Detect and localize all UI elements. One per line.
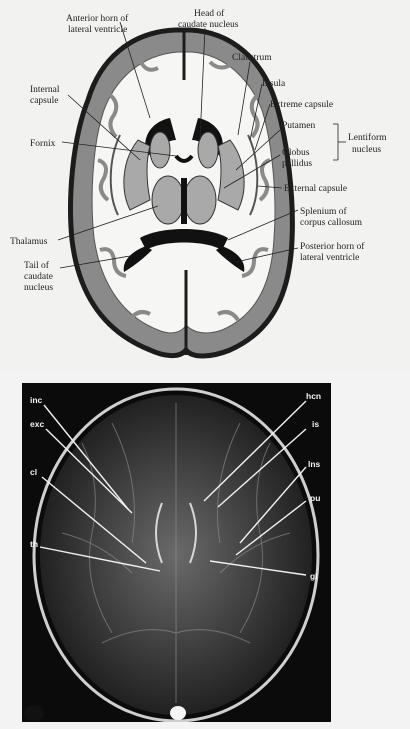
label-globus-pallidus-2: pallidus [282,159,312,169]
label-splenium-1: Splenium of [300,206,348,217]
label-internal-capsule-1: Internal [30,85,60,95]
caudate-head-right [198,132,218,168]
mri-label-pu: pu [310,493,320,503]
label-tail-caudate-3: nucleus [24,283,53,293]
label-anterior-horn-2: lateral ventricle [68,25,127,35]
label-insula: Insula [262,79,286,89]
label-head-caudate-1: Head of [194,8,225,19]
mri-panel: inc exc cl th hcn is lns pu gl [22,383,331,722]
mri-label-hcn: hcn [306,391,321,401]
label-thalamus: Thalamus [10,237,48,247]
mri-image: inc exc cl th hcn is lns pu gl [22,383,331,722]
label-internal-capsule-2: capsule [30,96,59,106]
mri-label-th: th [30,539,38,549]
mri-marker [170,706,186,720]
thalamus-right [184,176,216,224]
caudate-head-left [150,132,170,168]
label-head-caudate-2: caudate nucleus [178,20,239,30]
anatomy-diagram-panel: Anterior horn of lateral ventricle Head … [0,0,410,372]
label-lentiform-1: Lentiform [348,132,387,143]
mri-label-is: is [312,419,319,429]
label-posterior-horn-2: lateral ventricle [300,253,359,263]
label-splenium-2: corpus callosum [300,218,363,228]
label-tail-caudate-2: caudate [24,272,53,282]
mri-label-cl: cl [30,467,37,477]
label-lentiform-2: nucleus [352,145,381,155]
brain-diagram: Anterior horn of lateral ventricle Head … [0,0,410,372]
mri-corner-left [24,705,44,721]
label-external-capsule: External capsule [284,184,347,194]
label-posterior-horn-1: Posterior horn of [300,241,365,252]
mri-label-exc: exc [30,419,44,429]
label-extreme-capsule: Extreme capsule [270,100,333,110]
label-putamen: Putamen [282,121,315,131]
label-anterior-horn-1: Anterior horn of [66,13,129,24]
mri-label-gl: gl [310,571,318,581]
mri-label-lns: lns [308,459,321,469]
third-ventricle [181,178,187,224]
label-globus-pallidus-1: Globus [282,148,310,158]
label-claustrum: Claustrum [232,53,272,63]
label-fornix: Fornix [30,139,56,149]
label-tail-caudate-1: Tail of [24,260,50,271]
thalamus-left [152,176,184,224]
mri-label-inc: inc [30,395,43,405]
